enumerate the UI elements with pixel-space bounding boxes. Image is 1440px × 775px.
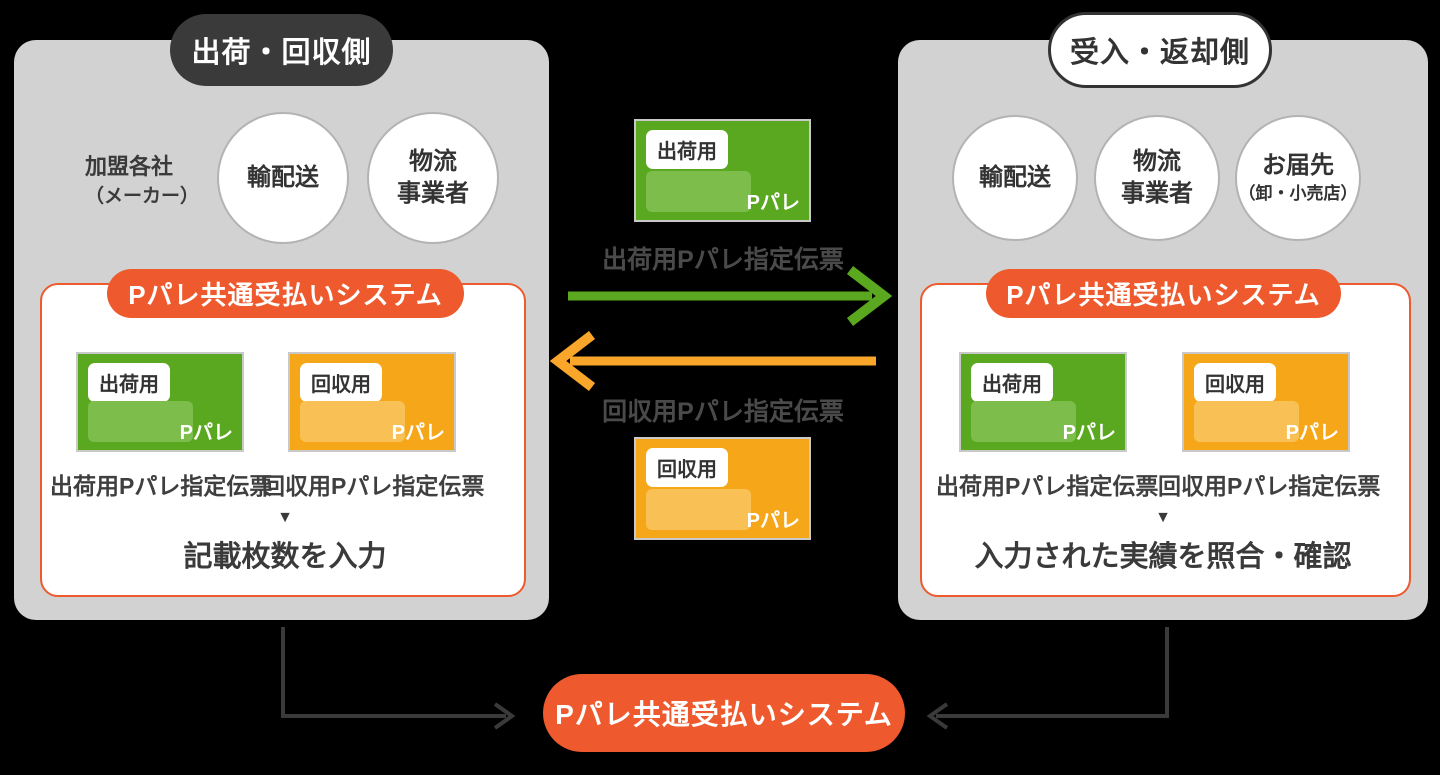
circle-label: 事業者 bbox=[1121, 180, 1193, 207]
card-brand: Pパレ bbox=[391, 422, 445, 444]
card-field bbox=[646, 489, 751, 530]
card-brand: Pパレ bbox=[746, 510, 800, 532]
system-pill-right: Pパレ共通受払いシステム bbox=[986, 269, 1341, 318]
card-brand: Pパレ bbox=[746, 192, 800, 214]
circle-label: 物流 bbox=[1133, 147, 1181, 175]
card-tag: 回収用 bbox=[300, 363, 382, 402]
collection-slip-flow-label: 回収用Pパレ指定伝票 bbox=[602, 398, 844, 426]
collection-slip-card-center: 回収用 Pパレ bbox=[634, 437, 811, 540]
card-tag: 回収用 bbox=[646, 448, 728, 487]
circle-label: 事業者 bbox=[397, 180, 469, 207]
collection-slip-caption-right: 回収用Pパレ指定伝票 bbox=[1158, 473, 1381, 499]
card-tag: 出荷用 bbox=[971, 363, 1053, 402]
circle-transport-right: 輸配送 bbox=[952, 115, 1078, 241]
circle-transport-left: 輸配送 bbox=[217, 112, 349, 244]
shipping-slip-flow-label: 出荷用Pパレ指定伝票 bbox=[602, 246, 844, 274]
shipping-slip-card-left: 出荷用 Pパレ bbox=[76, 352, 244, 452]
card-field bbox=[971, 401, 1076, 442]
card-field bbox=[300, 401, 405, 442]
card-field bbox=[1194, 401, 1299, 442]
circle-destination: お届先 （卸・小売店） bbox=[1235, 115, 1361, 241]
system-pill-label: Pパレ共通受払いシステム bbox=[555, 699, 893, 730]
card-tag: 回収用 bbox=[1194, 363, 1276, 402]
shipping-side-title: 出荷・回収側 bbox=[191, 37, 372, 69]
card-field bbox=[88, 401, 193, 442]
circle-sublabel: （卸・小売店） bbox=[1238, 183, 1358, 203]
member-line1: 加盟各社 bbox=[85, 154, 174, 179]
collection-slip-arrow bbox=[549, 331, 876, 391]
system-pill-left: Pパレ共通受払いシステム bbox=[107, 269, 464, 318]
card-tag: 出荷用 bbox=[646, 130, 728, 169]
action-left: 記載枚数を入力 bbox=[183, 541, 387, 573]
system-pill-bottom: Pパレ共通受払いシステム bbox=[543, 674, 905, 752]
down-triangle-right: ▼ bbox=[1155, 509, 1171, 526]
circle-logistics-right: 物流 事業者 bbox=[1094, 115, 1220, 241]
action-right: 入力された実績を照合・確認 bbox=[974, 541, 1352, 573]
circle-label: 輸配送 bbox=[247, 163, 319, 191]
card-field bbox=[646, 171, 751, 212]
shipping-slip-caption-right: 出荷用Pパレ指定伝票 bbox=[936, 473, 1159, 499]
circle-label: お届先 bbox=[1262, 152, 1334, 180]
left-bottom-connector bbox=[281, 627, 516, 730]
receiving-side-title: 受入・返却側 bbox=[1069, 37, 1250, 69]
member-companies-label: 加盟各社 （メーカー） bbox=[85, 150, 199, 212]
shipping-slip-arrow bbox=[568, 266, 893, 326]
collection-slip-caption-left: 回収用Pパレ指定伝票 bbox=[262, 473, 485, 499]
shipping-slip-caption-left: 出荷用Pパレ指定伝票 bbox=[50, 473, 273, 499]
member-line2: （メーカー） bbox=[85, 186, 200, 207]
right-bottom-connector bbox=[926, 627, 1169, 730]
collection-slip-card-left: 回収用 Pパレ bbox=[288, 352, 456, 452]
circle-logistics-left: 物流 事業者 bbox=[367, 112, 499, 244]
circle-label: 物流 bbox=[409, 147, 457, 175]
system-pill-label: Pパレ共通受払いシステム bbox=[1006, 280, 1321, 310]
card-brand: Pパレ bbox=[1285, 422, 1339, 444]
collection-slip-card-right: 回収用 Pパレ bbox=[1182, 352, 1350, 452]
receiving-side-title-pill: 受入・返却側 bbox=[1048, 12, 1272, 88]
circle-label: 輸配送 bbox=[979, 163, 1051, 191]
down-triangle-left: ▼ bbox=[277, 509, 293, 526]
shipping-slip-card-center: 出荷用 Pパレ bbox=[634, 119, 811, 222]
card-brand: Pパレ bbox=[179, 422, 233, 444]
card-tag: 出荷用 bbox=[88, 363, 170, 402]
card-brand: Pパレ bbox=[1062, 422, 1116, 444]
shipping-side-title-pill: 出荷・回収側 bbox=[170, 14, 393, 86]
system-pill-label: Pパレ共通受払いシステム bbox=[128, 280, 443, 310]
shipping-slip-card-right: 出荷用 Pパレ bbox=[959, 352, 1127, 452]
